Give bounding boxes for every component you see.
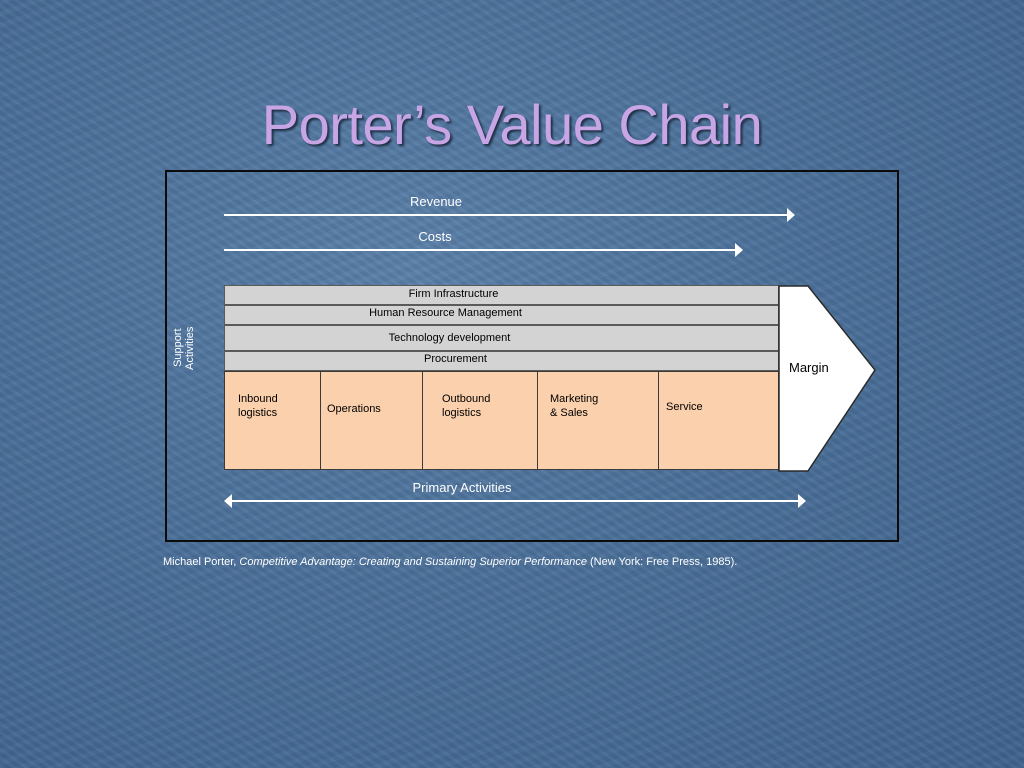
primary-arrow-left-head-icon (224, 494, 232, 508)
primary-operations: Operations (320, 371, 423, 470)
support-row-label: Firm Infrastructure (408, 288, 499, 300)
support-row-label: Procurement (424, 353, 487, 365)
primary-label: Outbound logistics (442, 393, 491, 419)
support-row-hr-management: Human Resource Management (224, 305, 779, 325)
primary-label: Inbound logistics (238, 393, 278, 419)
support-row-technology-development: Technology development (224, 325, 779, 351)
support-activities-label: Support Activities (172, 326, 196, 370)
primary-activities-label: Primary Activities (412, 480, 512, 495)
support-row-label: Technology development (388, 332, 511, 344)
diagram-frame (165, 170, 899, 542)
citation-work: Competitive Advantage: Creating and Sust… (239, 556, 587, 568)
citation-author: Michael Porter, (163, 556, 240, 568)
costs-label: Costs (418, 229, 452, 244)
citation-publisher: (New York: Free Press, 1985). (586, 556, 738, 568)
primary-arrow-line (232, 500, 798, 502)
margin-chevron-shape (778, 285, 876, 472)
primary-inbound-logistics: Inbound logistics (224, 371, 321, 470)
revenue-label: Revenue (409, 194, 463, 209)
support-row-firm-infrastructure: Firm Infrastructure (224, 285, 779, 305)
support-row-procurement: Procurement (224, 351, 779, 371)
support-row-label: Human Resource Management (369, 307, 522, 319)
margin-label: Margin (789, 360, 829, 375)
revenue-arrow-line (224, 214, 788, 216)
primary-label: Marketing & Sales (550, 393, 599, 419)
primary-marketing-sales: Marketing & Sales (537, 371, 659, 470)
primary-service: Service (658, 371, 779, 470)
costs-arrow-line (224, 249, 736, 251)
citation: Michael Porter, Competitive Advantage: C… (163, 556, 737, 568)
primary-label: Operations (327, 403, 381, 415)
costs-arrow-head-icon (735, 243, 743, 257)
slide-title: Porter’s Value Chain (261, 93, 763, 156)
primary-label: Service (666, 401, 703, 413)
primary-outbound-logistics: Outbound logistics (422, 371, 538, 470)
margin-chevron (778, 285, 876, 472)
primary-arrow-right-head-icon (798, 494, 806, 508)
revenue-arrow-head-icon (787, 208, 795, 222)
